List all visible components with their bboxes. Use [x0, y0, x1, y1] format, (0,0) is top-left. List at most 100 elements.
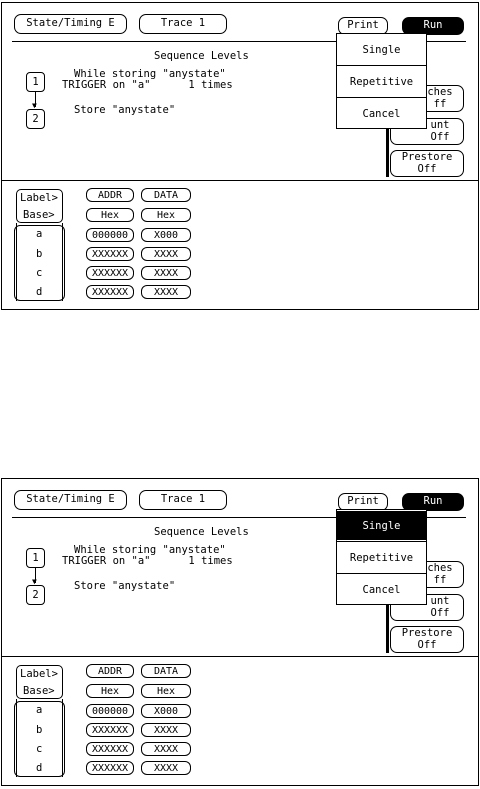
- sequence-levels-title: Sequence Levels: [154, 50, 249, 62]
- row-labels-box: [14, 225, 65, 301]
- run-mode-menu: Single Repetitive Cancel: [336, 509, 427, 605]
- section-divider: [2, 180, 478, 182]
- down-arrow-icon: ▼: [32, 101, 37, 110]
- prestore-button[interactable]: Prestore Off: [390, 150, 464, 177]
- menu-item-cancel[interactable]: Cancel: [362, 107, 401, 120]
- addr-base-field[interactable]: Hex: [86, 684, 134, 698]
- count-value: Off: [430, 130, 450, 143]
- data-value-a[interactable]: X000: [141, 228, 191, 242]
- prestore-button[interactable]: Prestore Off: [390, 626, 464, 653]
- branches-value: ff: [433, 97, 447, 110]
- count-label: unt: [430, 594, 450, 607]
- menu-separator: [337, 65, 426, 67]
- branches-value: ff: [433, 573, 447, 586]
- prestore-label: Prestore: [401, 150, 453, 163]
- data-value-c[interactable]: XXXX: [141, 742, 191, 756]
- label-heading: Label>: [20, 192, 58, 204]
- count-button[interactable]: unt Off: [390, 118, 464, 145]
- data-value-d[interactable]: XXXX: [141, 285, 191, 299]
- data-base-field[interactable]: Hex: [141, 208, 191, 222]
- sequence-level-1-number: 1: [32, 552, 39, 564]
- row-label-a: a: [36, 228, 43, 240]
- menu-separator: [337, 97, 426, 99]
- analyzer-screen-menu-open: State/Timing E Trace 1 Print Run Sequenc…: [1, 2, 479, 310]
- row-label-c: c: [36, 743, 43, 755]
- level-1-trigger-text[interactable]: TRIGGER on "a" 1 times: [62, 79, 233, 91]
- level-1-trigger-text[interactable]: TRIGGER on "a" 1 times: [62, 555, 233, 567]
- addr-value-d[interactable]: XXXXXX: [86, 285, 134, 299]
- base-heading: Base>: [23, 685, 55, 697]
- sequence-level-2-button[interactable]: 2: [26, 109, 45, 129]
- sequence-level-2-button[interactable]: 2: [26, 585, 45, 605]
- trace-button[interactable]: Trace 1: [139, 14, 227, 34]
- count-button[interactable]: unt Off: [390, 594, 464, 621]
- addr-base-field[interactable]: Hex: [86, 208, 134, 222]
- sequence-level-1-button[interactable]: 1: [26, 72, 45, 92]
- row-label-a: a: [36, 704, 43, 716]
- addr-label-field[interactable]: ADDR: [86, 664, 134, 678]
- addr-value-d[interactable]: XXXXXX: [86, 761, 134, 775]
- data-base-field[interactable]: Hex: [141, 684, 191, 698]
- down-arrow-icon: ▼: [32, 577, 37, 586]
- analyzer-screen-single-selected: State/Timing E Trace 1 Print Run Sequenc…: [1, 478, 479, 786]
- menu-item-cancel[interactable]: Cancel: [362, 583, 401, 596]
- addr-value-a[interactable]: 000000: [86, 704, 134, 718]
- menu-item-repetitive[interactable]: Repetitive: [349, 75, 414, 88]
- sequence-level-2-number: 2: [32, 113, 39, 125]
- row-labels-box: [14, 701, 65, 777]
- trace-button[interactable]: Trace 1: [139, 490, 227, 510]
- menu-item-repetitive[interactable]: Repetitive: [349, 551, 414, 564]
- row-labels-bracket: [16, 223, 63, 301]
- section-divider: [2, 656, 478, 658]
- data-value-b[interactable]: XXXX: [141, 247, 191, 261]
- label-heading: Label>: [20, 668, 58, 680]
- addr-label-field[interactable]: ADDR: [86, 188, 134, 202]
- prestore-label: Prestore: [401, 626, 453, 639]
- row-label-c: c: [36, 267, 43, 279]
- addr-value-b[interactable]: XXXXXX: [86, 247, 134, 261]
- level-1-store-text[interactable]: While storing "anystate": [74, 68, 226, 80]
- state-timing-button[interactable]: State/Timing E: [14, 14, 127, 34]
- sequence-level-1-number: 1: [32, 76, 39, 88]
- data-value-c[interactable]: XXXX: [141, 266, 191, 280]
- header-divider: [12, 41, 466, 43]
- addr-value-b[interactable]: XXXXXX: [86, 723, 134, 737]
- data-label-field[interactable]: DATA: [141, 664, 191, 678]
- addr-value-c[interactable]: XXXXXX: [86, 266, 134, 280]
- data-value-a[interactable]: X000: [141, 704, 191, 718]
- sequence-level-2-number: 2: [32, 589, 39, 601]
- branches-label: ches: [427, 85, 453, 98]
- header-divider: [12, 517, 466, 519]
- level-connector: [35, 92, 37, 107]
- prestore-value: Off: [417, 638, 437, 651]
- prestore-value: Off: [417, 162, 437, 175]
- branches-label: ches: [427, 561, 453, 574]
- run-mode-menu: Single Repetitive Cancel: [336, 33, 427, 129]
- label-base-box: [16, 189, 63, 223]
- run-button[interactable]: Run: [402, 17, 464, 35]
- base-heading: Base>: [23, 209, 55, 221]
- menu-separator: [337, 573, 426, 575]
- level-2-store-text[interactable]: Store "anystate": [74, 104, 176, 116]
- sequence-levels-title: Sequence Levels: [154, 526, 249, 538]
- level-2-store-text[interactable]: Store "anystate": [74, 580, 176, 592]
- menu-item-single[interactable]: Single: [362, 43, 401, 56]
- sequence-level-1-button[interactable]: 1: [26, 548, 45, 568]
- run-button[interactable]: Run: [402, 493, 464, 511]
- level-1-store-text[interactable]: While storing "anystate": [74, 544, 226, 556]
- row-label-d: d: [36, 286, 43, 298]
- menu-item-single-selected[interactable]: Single: [337, 511, 426, 540]
- data-label-field[interactable]: DATA: [141, 188, 191, 202]
- menu-separator: [337, 541, 426, 543]
- label-base-box: [16, 665, 63, 699]
- data-value-b[interactable]: XXXX: [141, 723, 191, 737]
- state-timing-button[interactable]: State/Timing E: [14, 490, 127, 510]
- row-label-d: d: [36, 762, 43, 774]
- data-value-d[interactable]: XXXX: [141, 761, 191, 775]
- count-value: Off: [430, 606, 450, 619]
- addr-value-c[interactable]: XXXXXX: [86, 742, 134, 756]
- count-label: unt: [430, 118, 450, 131]
- row-label-b: b: [36, 724, 43, 736]
- addr-value-a[interactable]: 000000: [86, 228, 134, 242]
- row-labels-bracket: [16, 699, 63, 777]
